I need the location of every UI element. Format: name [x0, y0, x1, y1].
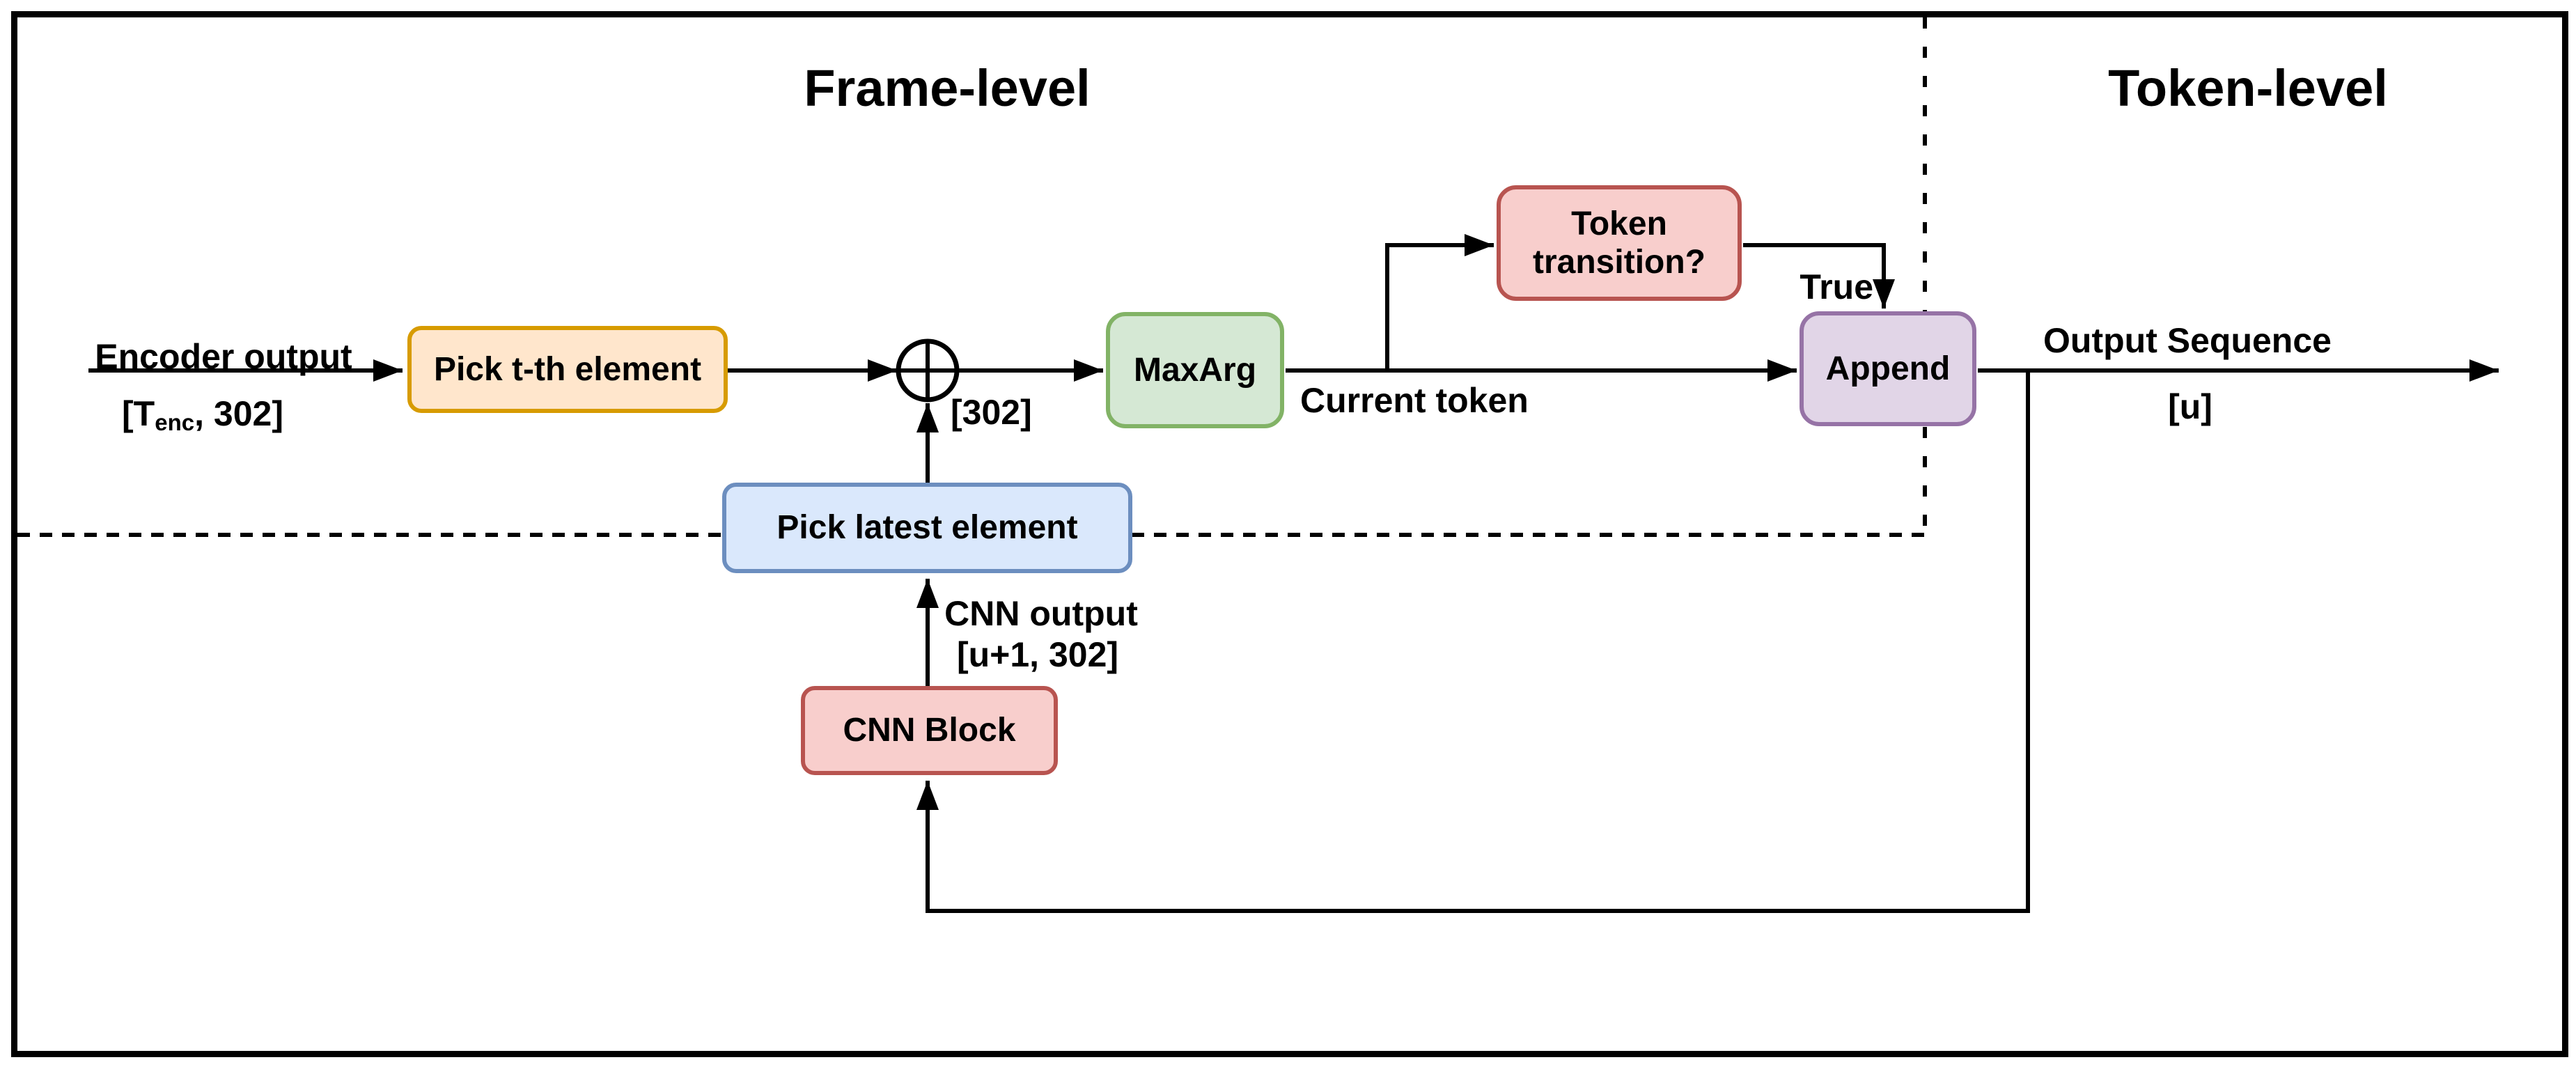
diagram-frame-border [11, 11, 2568, 1057]
encoder-dims-suffix: , 302] [194, 394, 283, 433]
true-branch-label: True [1800, 267, 1873, 306]
sum-junction-icon [896, 338, 960, 403]
node-token-transition-label: Token transition? [1533, 205, 1705, 281]
output-sequence-label: Output Sequence [2043, 321, 2332, 360]
cnn-output-label: CNN output [944, 594, 1138, 633]
token-level-title: Token-level [2108, 59, 2388, 117]
node-append-label: Append [1825, 350, 1951, 387]
node-pick-tth-element-label: Pick t-th element [433, 350, 702, 388]
current-token-label: Current token [1300, 381, 1529, 420]
cnn-output-dims-label: [u+1, 302] [956, 635, 1119, 674]
encoder-dims-subscript: enc [155, 409, 195, 436]
encoder-output-dims-label: [Tenc, 302] [29, 394, 377, 436]
edge-output-feedback-to-cnn-block-arrow [916, 370, 2030, 913]
node-pick-latest-element-label: Pick latest element [776, 509, 1078, 547]
node-pick-tth-element: Pick t-th element [407, 326, 728, 413]
frame-level-title: Frame-level [804, 59, 1091, 117]
node-cnn-block: CNN Block [801, 686, 1058, 775]
encoder-output-label: Encoder output [95, 337, 352, 376]
node-maxarg: MaxArg [1106, 312, 1284, 428]
node-append: Append [1800, 311, 1976, 426]
node-pick-latest-element: Pick latest element [722, 483, 1132, 573]
node-cnn-block-label: CNN Block [843, 712, 1016, 749]
sum-output-dims-label: [302] [951, 393, 1032, 432]
edge-branch-to-token-transition-arrow [1385, 234, 1494, 370]
encoder-dims-prefix: [T [122, 394, 155, 433]
node-token-transition: Token transition? [1497, 185, 1742, 301]
edge-token-transition-true-to-append-arrow [1743, 243, 1895, 309]
output-sequence-dims-label: [u] [2168, 387, 2212, 426]
node-maxarg-label: MaxArg [1133, 351, 1257, 389]
